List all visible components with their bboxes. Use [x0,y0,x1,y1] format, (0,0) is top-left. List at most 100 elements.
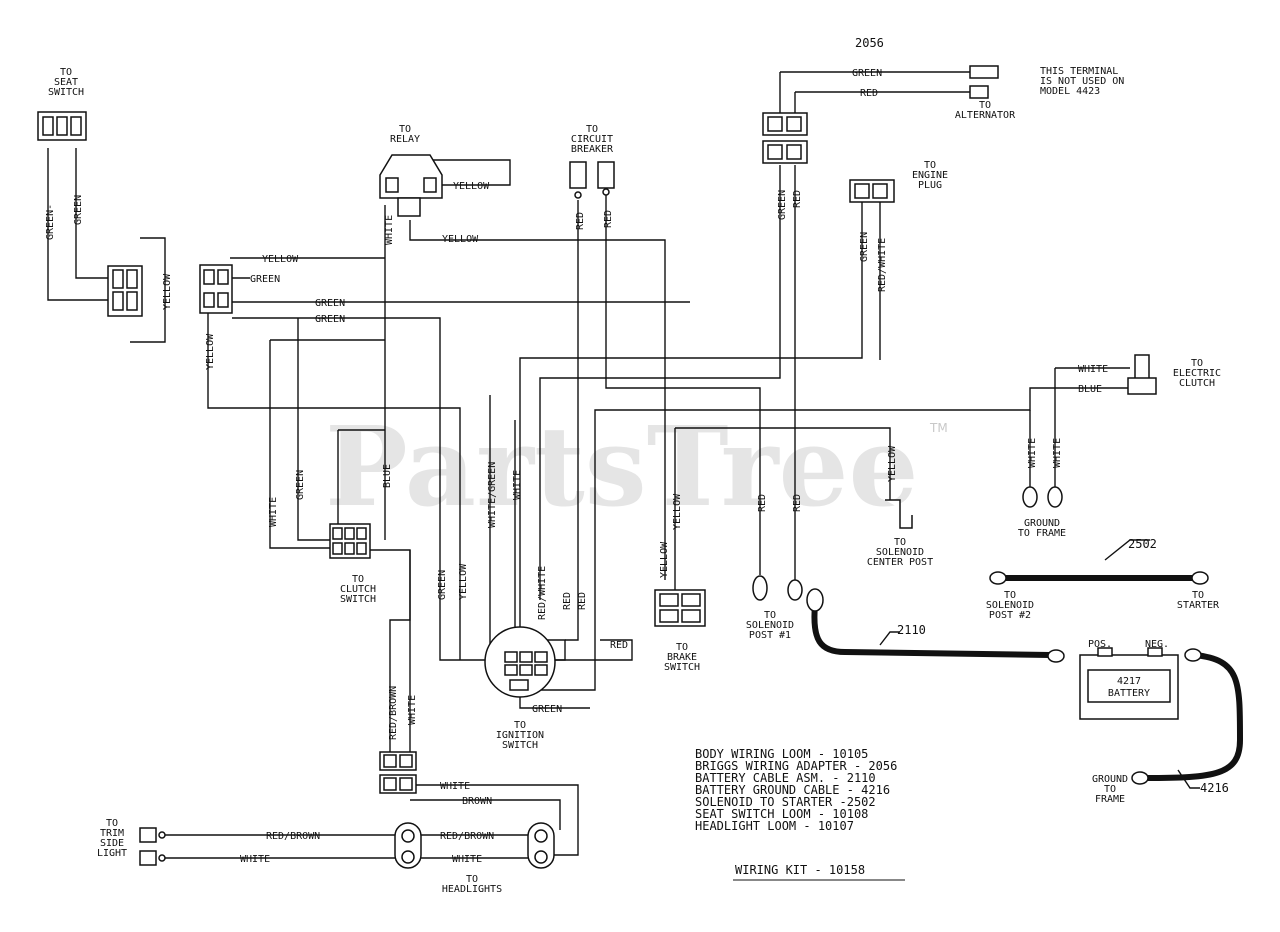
wire-label-red-white-engine: RED/WHITE [877,238,888,292]
wire-label-relay-yellow-1: YELLOW [453,181,490,192]
brake-switch-label-3: SWITCH [664,662,700,673]
headlight-loom-connector [379,751,417,794]
watermark-tm: TM [929,421,948,435]
engine-plug-label-1: TO [924,160,936,171]
ignition-switch-label-1: TO [514,720,526,731]
battery-pos-label: POS. [1088,639,1112,650]
solenoid-center-label-3: CENTER POST [867,557,933,568]
leader-4216 [1177,769,1200,789]
parts-list-item: SOLENOID TO STARTER -2502 [695,795,876,809]
seat-switch-label-2: SEAT [54,77,78,88]
seat-switch-loom-connector [107,265,143,317]
wire-label-white-clutch: WHITE [268,497,279,527]
wire-labels: GREEN- GREEN YELLOW YELLOW YELLOW WHITE … [45,68,1108,865]
alternator-label-1: TO [979,100,991,111]
solenoid-post2-label-1: TO [1004,590,1016,601]
brake-switch-connector [654,589,706,627]
starter-label-2: STARTER [1177,600,1220,611]
wire-label-yellow-solenoid: YELLOW [887,445,898,482]
heavy-cables [811,539,1244,789]
battery-name-label: BATTERY [1108,688,1150,699]
wire-label-relay-white: WHITE [384,215,395,245]
alternator-label-2: ALTERNATOR [955,110,1016,121]
clutch-switch-connector [329,523,371,559]
terminal-note-2: IS NOT USED ON [1040,76,1124,87]
solenoid-center-label-2: SOLENOID [876,547,924,558]
engine-plug-label-3: PLUG [918,180,942,191]
wire-label-red-adapter: RED [792,190,803,208]
leader-2110 [879,631,900,646]
electric-clutch-label-1: TO [1191,358,1203,369]
wire-label-red-alt: RED [860,88,878,99]
parts-list-item: SEAT SWITCH LOOM - 10108 [695,807,868,821]
wiring-kit-title: WIRING KIT - 10158 [735,863,865,877]
trim-light-label-1: TO [106,818,118,829]
solenoid-post2-label-3: POST #2 [989,610,1031,621]
starter-cable-ends [989,571,1209,785]
wire-label-white-green: WHITE/GREEN [487,462,498,528]
wire-label-white-trim: WHITE [240,854,270,865]
wire-label-seat-yellow: YELLOW [162,273,173,310]
alternator-adapter-connector [762,65,999,164]
seat-switch-connector [37,111,87,141]
wire-label-red-ign-1: RED [562,592,573,610]
terminal-note-1: THIS TERMINAL [1040,66,1118,77]
wire-traces [47,71,1130,859]
wire-label-white-clutch-elec: WHITE [1078,364,1108,375]
wire-label-red-brown-trim: RED/BROWN [266,831,320,842]
leader-2502 [1104,539,1150,561]
wire-label-green-alt: GREEN [852,68,882,79]
trim-light-label-4: LIGHT [97,848,127,859]
engine-plug-connector [849,179,895,203]
solenoid-center-label-1: TO [894,537,906,548]
adapter-number-label: 2056 [855,36,884,50]
ground-battery-label-1: GROUND [1092,774,1128,785]
wire-label-red-cb1: RED [575,212,586,230]
ground-frame-label-2: TO FRAME [1018,528,1066,539]
relay-label-1: TO [399,124,411,135]
ground-ring-terminals [1022,486,1063,508]
electric-clutch-label-2: ELECTRIC [1173,368,1221,379]
wire-label-yellow-brake-2: YELLOW [659,541,670,578]
solenoid-post1-terminals [752,575,824,612]
wire-label-seat-green-2: GREEN [73,195,84,225]
wire-label-red-post1-b: RED [792,494,803,512]
wire-label-red-ign-2: RED [577,592,588,610]
wire-label-green-engine: GREEN [859,232,870,262]
parts-list-item: BODY WIRING LOOM - 10105 [695,747,868,761]
engine-plug-label-2: ENGINE [912,170,948,181]
parts-list-item: BATTERY CABLE ASM. - 2110 [695,771,876,785]
wire-label-red-brown-hl: RED/BROWN [440,831,494,842]
solenoid-post1-label-1: TO [764,610,776,621]
cable-number-2502: 2502 [1128,537,1157,551]
wire-label-white-ground-1: WHITE [1027,438,1038,468]
clutch-switch-label-2: CLUTCH [340,584,376,595]
ignition-switch [484,626,556,698]
wire-label-white-ign: WHITE [512,470,523,500]
wire-label-blue-clutch: BLUE [382,464,393,488]
headlights-label-1: TO [466,874,478,885]
seat-switch-label-3: SWITCH [48,87,84,98]
wire-label-red-cb2: RED [603,210,614,228]
cable-number-2110: 2110 [897,623,926,637]
battery-cable-2110 [811,602,1053,658]
connector-labels: 2056 TO SEAT SWITCH TO RELAY TO CIRCUIT … [48,36,1229,895]
brake-switch-label-2: BRAKE [667,652,697,663]
wire-label-red-post1-a: RED [757,494,768,512]
battery [1079,647,1179,720]
battery-neg-label: NEG. [1145,639,1169,650]
parts-list: BODY WIRING LOOM - 10105 BRIGGS WIRING A… [695,747,897,833]
wire-label-seat-green-1: GREEN- [45,204,56,240]
ignition-switch-label-2: IGNITION [496,730,544,741]
clutch-switch-label-3: SWITCH [340,594,376,605]
ground-cable-4216 [1142,652,1244,781]
circuit-breaker-label-2: CIRCUIT [571,134,613,145]
wire-label-white-ground-2: WHITE [1052,438,1063,468]
headlight-sockets [394,822,555,869]
wire-label-green-clutch: GREEN [295,470,306,500]
starter-label-1: TO [1192,590,1204,601]
wire-label-blue-clutch-elec: BLUE [1078,384,1102,395]
trim-light-label-2: TRIM [100,828,124,839]
wire-label-yellow-ign: YELLOW [458,563,469,600]
